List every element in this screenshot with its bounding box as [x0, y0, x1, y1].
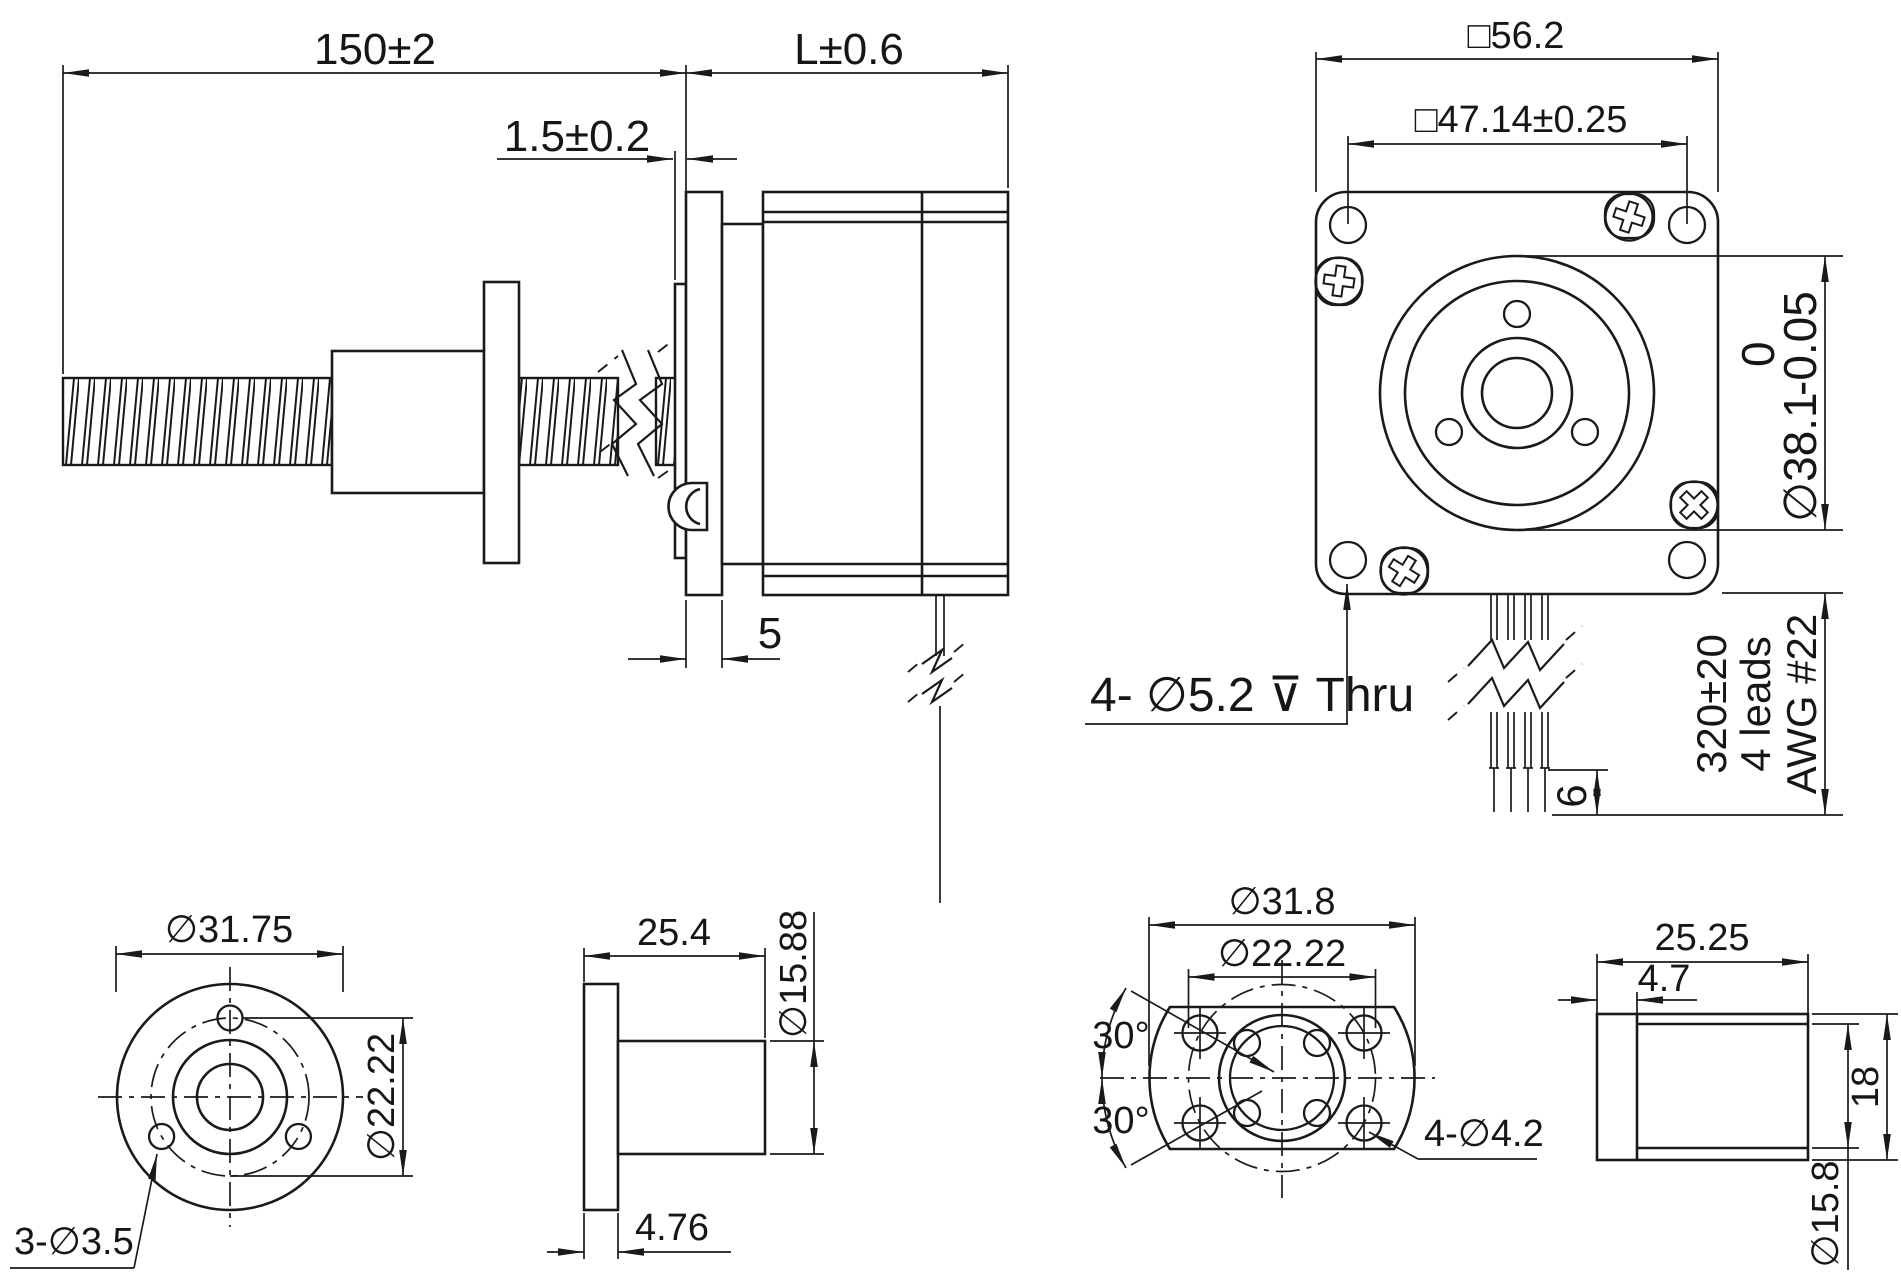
nut-flange-side-view: 25.4 ∅15.88 4.76: [547, 910, 824, 1259]
dim-nut-body-height: 18: [1845, 1066, 1887, 1108]
wire-break-symbol: [1447, 625, 1583, 721]
motor-side-dimensions: 150±2 L±0.6 1.5±0.2 5: [62, 25, 1009, 668]
nut-flange-side-dimensions: 25.4 ∅15.88 4.76: [547, 910, 824, 1259]
dim-pilot-tol-lower: -0.05: [1774, 291, 1826, 396]
dim-flange-od: ∅31.75: [165, 909, 293, 951]
motor-body-side: [667, 190, 1010, 597]
dim-hole-angle-upper: 30°: [1092, 1015, 1149, 1057]
dim-nut-bcd: ∅22.22: [1218, 933, 1346, 975]
lead-screw: [61, 337, 679, 479]
dim-motor-length: L±0.6: [794, 25, 904, 74]
dim-pilot-diameter: ∅38.1: [1774, 392, 1826, 522]
dim-lead-length: 320±20: [1688, 634, 1735, 774]
flange-holes: [147, 1004, 313, 1151]
abl-nut-side-view: 25.25 4.7 18 ∅15.8: [1558, 917, 1898, 1270]
screw-break-symbol: [597, 337, 679, 479]
nut-assembly-side: [330, 280, 521, 565]
dim-boss-height: 1.5±0.2: [504, 112, 650, 161]
dim-pilot-tol-upper: 0: [1732, 341, 1784, 367]
motor-front-view: □56.2 □47.14±0.25 ∅38.1 -0.05 0 4- ∅5.2 …: [1085, 15, 1843, 816]
dim-hole-angle-lower: 30°: [1092, 1100, 1149, 1142]
pilot-boss: [1378, 254, 1656, 532]
dim-flange-body-dia: ∅15.88: [773, 910, 815, 1038]
dim-nut-length: 25.25: [1654, 917, 1749, 959]
motor-side-view: 150±2 L±0.6 1.5±0.2 5: [61, 25, 1010, 903]
flange-detail: [667, 481, 709, 532]
abl-nut-front-view: ∅31.8 ∅22.22 30° 30° 4-∅4.2: [1092, 881, 1544, 1198]
label-lead-count: 4 leads: [1732, 636, 1779, 771]
dim-nut-body-dia: ∅15.8: [1805, 1160, 1847, 1267]
dim-mount-hole-spacing: □47.14±0.25: [1415, 99, 1628, 141]
corner-mount-holes: [1328, 205, 1707, 580]
nut-flange-front-dimensions: ∅31.75 ∅22.22 3-∅3.5: [10, 909, 413, 1269]
nut-flange-front-view: ∅31.75 ∅22.22 3-∅3.5: [10, 909, 413, 1269]
label-lead-gauge: AWG #22: [1778, 614, 1825, 795]
nut-mount-holes: [1174, 1007, 1390, 1149]
abl-nut-front-dimensions: ∅31.8 ∅22.22 30° 30° 4-∅4.2: [1092, 881, 1544, 1169]
dim-flange-thickness: 5: [758, 609, 782, 658]
motor-wire-side: [907, 595, 967, 903]
dim-nut-flange-thickness: 4.7: [1638, 958, 1691, 1000]
dim-screw-length: 150±2: [314, 25, 436, 74]
dim-strip-length: 6: [1548, 784, 1595, 807]
nut-body-outline: [1148, 1005, 1416, 1151]
dim-flange-length: 25.4: [637, 912, 711, 954]
label-flange-holes: 3-∅3.5: [14, 1221, 134, 1263]
dim-frame-size: □56.2: [1468, 15, 1565, 57]
abl-nut-side-dimensions: 25.25 4.7 18 ∅15.8: [1558, 917, 1898, 1270]
dim-nut-od: ∅31.8: [1228, 881, 1335, 923]
dim-flange-plate-thickness: 4.76: [635, 1207, 709, 1249]
motor-front-face: [1314, 190, 1720, 596]
label-nut-holes: 4-∅4.2: [1424, 1113, 1544, 1155]
motor-front-dimensions: □56.2 □47.14±0.25 ∅38.1 -0.05 0 4- ∅5.2 …: [1085, 15, 1843, 816]
dim-flange-bcd: ∅22.22: [361, 1033, 403, 1161]
label-mount-holes: 4- ∅5.2 ⊽ Thru: [1090, 669, 1414, 722]
dim-pilot-diameter-group: ∅38.1 -0.05 0: [1732, 291, 1826, 522]
motor-wires-front: [1447, 594, 1583, 812]
